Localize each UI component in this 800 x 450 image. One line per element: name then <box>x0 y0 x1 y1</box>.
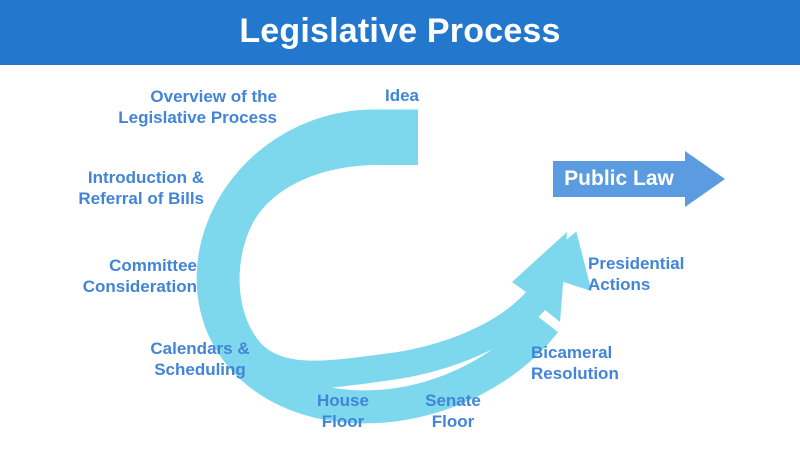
right-arrow-icon <box>553 151 725 207</box>
legislative-process-arc <box>196 109 592 424</box>
arc-band <box>196 109 559 424</box>
stage-label-presidential: Presidential Actions <box>588 254 685 295</box>
stage-label-committee: Committee Consideration <box>82 256 197 297</box>
public-law-arrow <box>553 151 725 207</box>
header-banner <box>0 0 800 65</box>
stage-label-senate-floor: Senate Floor <box>425 391 481 432</box>
stage-label-bicameral: Bicameral Resolution <box>531 343 619 384</box>
stage-label-idea: Idea <box>384 86 420 105</box>
stage-label-overview: Overview of the Legislative Process <box>118 87 277 128</box>
page-title: Legislative Process <box>239 12 561 50</box>
stage-label-calendars: Calendars & Scheduling <box>150 339 250 380</box>
stage-label-introduction: Introduction & Referral of Bills <box>78 168 204 209</box>
arc-arrowhead-icon <box>528 231 592 292</box>
stage-label-house-floor: House Floor <box>317 391 369 432</box>
